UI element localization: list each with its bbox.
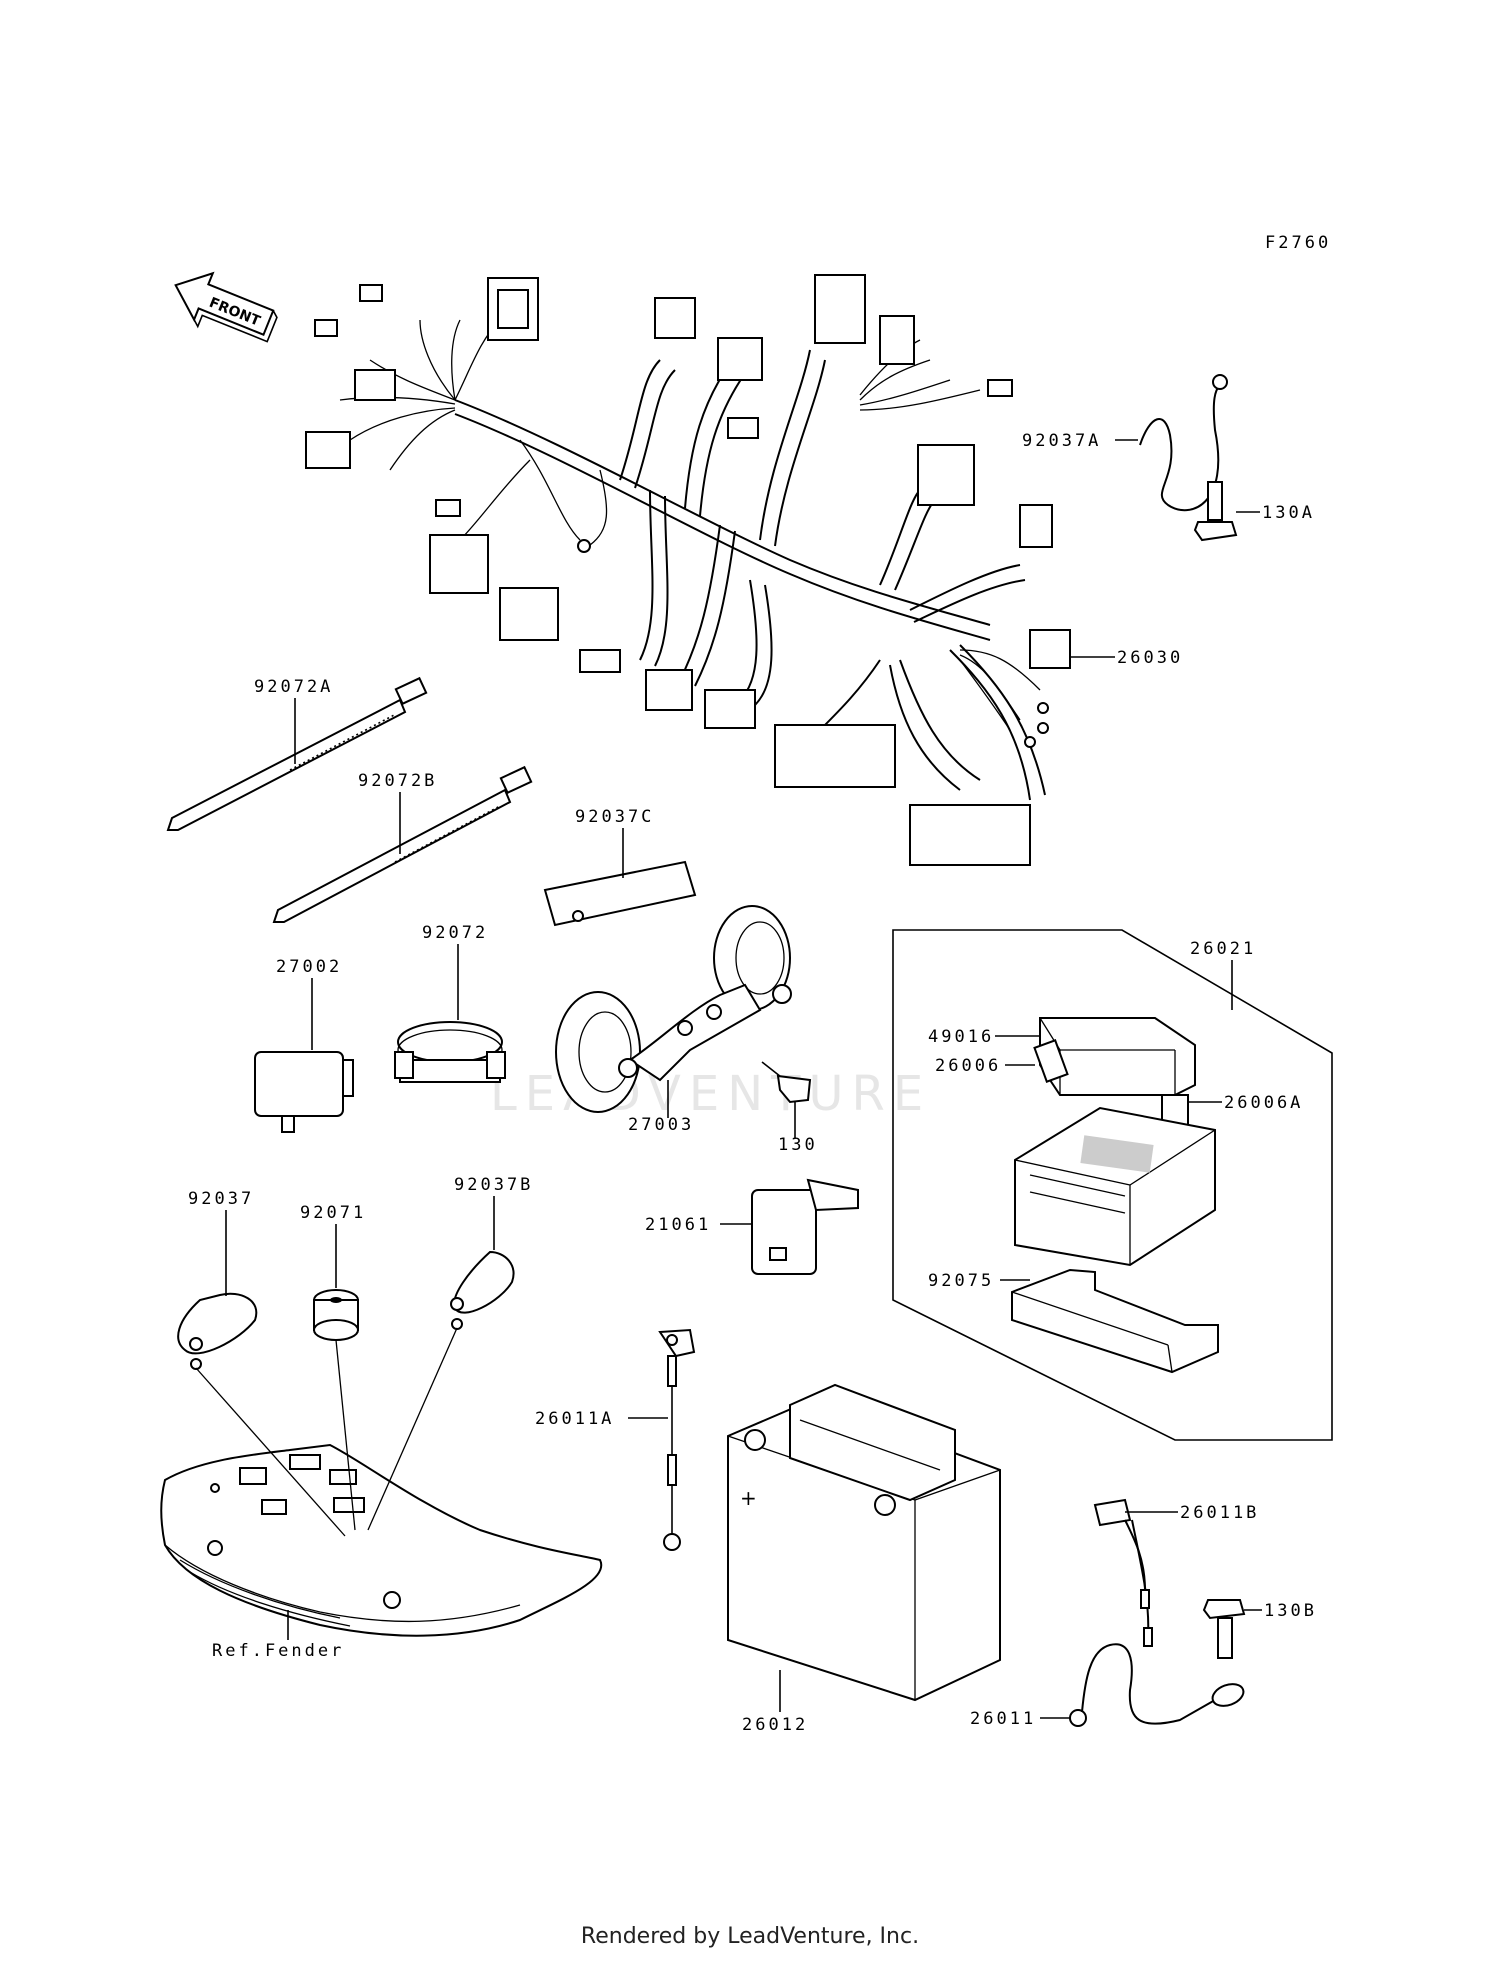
label-92037C: 92037C [575,807,654,827]
fender-ref [160,1443,603,1637]
front-arrow-icon: FRONT [174,271,278,343]
label-92072B: 92072B [358,771,437,791]
clamp-92037 [177,1292,258,1370]
leader-fender-1 [195,1367,346,1537]
label-21061: 21061 [645,1215,711,1235]
plate-92037C [543,860,697,927]
label-92037: 92037 [188,1189,254,1209]
cable-tie-92072A [166,676,428,831]
wire-clamp-92037A [1139,374,1228,512]
label-130: 130 [778,1135,818,1155]
label-26021: 26021 [1190,939,1256,959]
label-26011B: 26011B [1180,1503,1259,1523]
label-49016: 49016 [928,1027,994,1047]
lead-26011A [658,1328,696,1551]
main-harness-26030 [305,274,1071,866]
label-92075: 92075 [928,1271,994,1291]
leader-fender-3 [367,1327,458,1531]
label-26006: 26006 [935,1056,1001,1076]
label-130A: 130A [1262,503,1315,523]
lead-26011B [1093,1498,1153,1647]
footer-credit: Rendered by LeadVenture, Inc. [580,1924,920,1949]
label-130B: 130B [1264,1601,1317,1621]
label-27003: 27003 [628,1115,694,1135]
lead-26011 [1069,1643,1245,1727]
label-27002: 27002 [276,957,342,977]
label-26012: 26012 [742,1715,808,1735]
battery-plus-icon: + [740,1486,757,1510]
label-92072: 92072 [422,923,488,943]
relay-27002 [254,1051,354,1133]
bolt-130 [761,1061,812,1104]
label-92037A: 92037A [1022,431,1101,451]
label-26011: 26011 [970,1709,1036,1729]
bolt-130B [1202,1599,1246,1659]
label-26006A: 26006A [1224,1093,1303,1113]
label-ref-fender: Ref.Fender [212,1641,344,1661]
label-92071: 92071 [300,1203,366,1223]
watermark-text: LEADVENTURE [490,1066,931,1122]
label-92072A: 92072A [254,677,333,697]
cable-tie-92072B [272,765,533,923]
bolt-130A [1193,481,1238,542]
connector-21061 [751,1178,859,1275]
band-92072 [394,1021,506,1083]
grommet-92071 [313,1289,359,1341]
figure-code: F2760 [1265,233,1331,253]
horn-27003 [555,905,792,1113]
battery-26012: + [727,1383,1001,1702]
fuse-box-group-26021 [892,929,1333,1441]
label-26030: 26030 [1117,648,1183,668]
clamp-92037B [450,1250,515,1330]
label-26011A: 26011A [535,1409,614,1429]
label-92037B: 92037B [454,1175,533,1195]
leader-fender-2 [335,1339,356,1531]
